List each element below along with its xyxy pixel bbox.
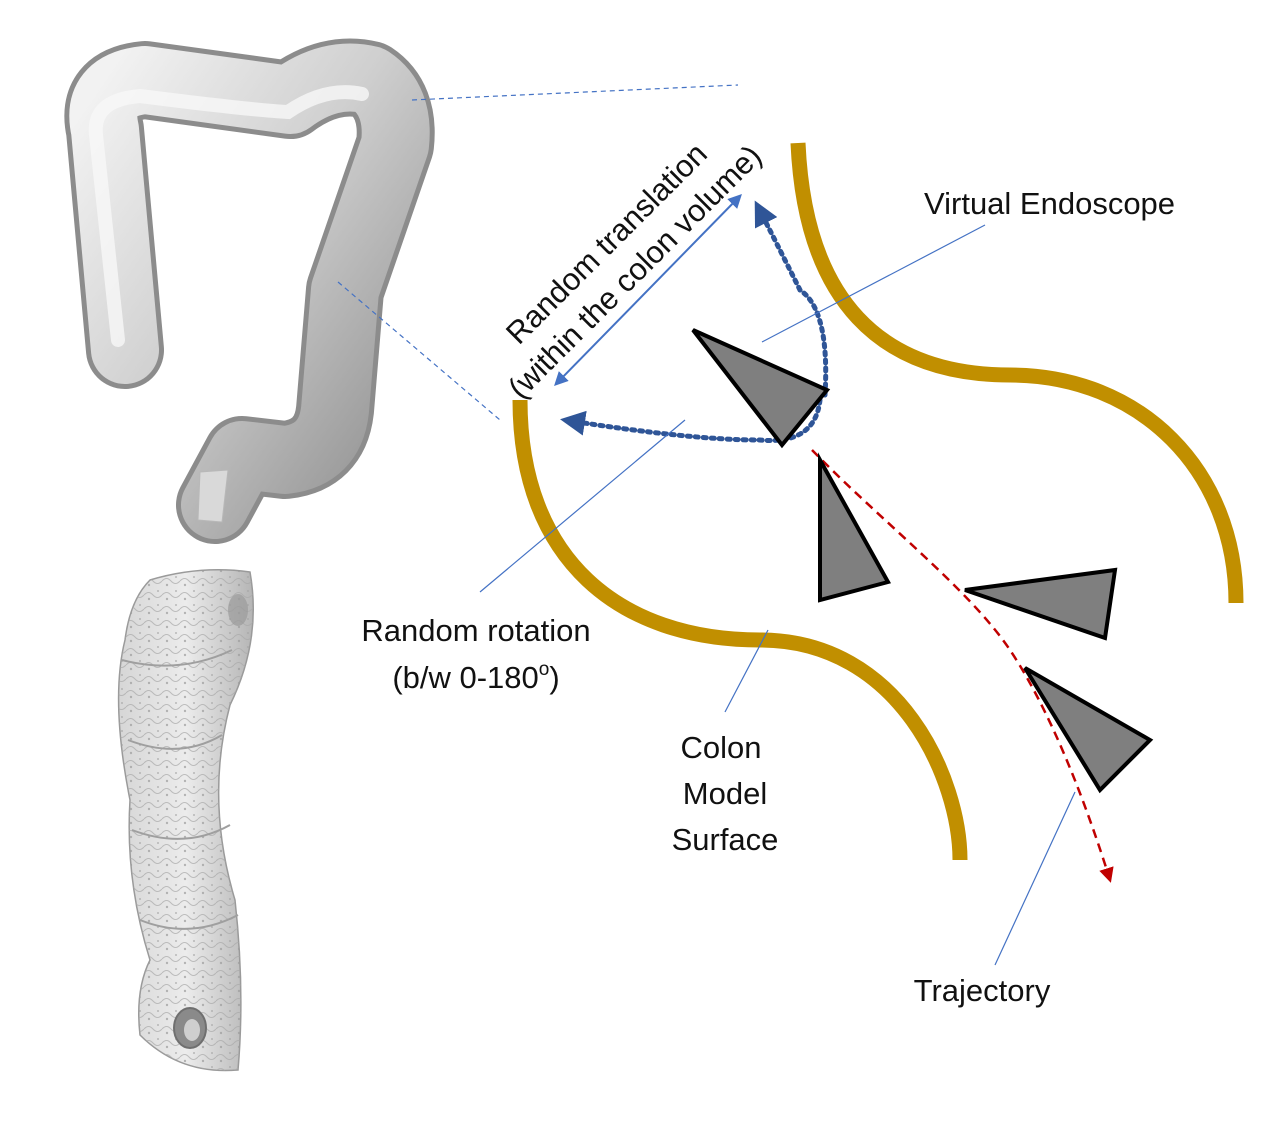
zoom-line-top [411, 84, 739, 101]
colon-surface-line1: Colon [681, 730, 762, 765]
endoscope-triangle-2 [818, 452, 892, 603]
dotted-path-translation [754, 200, 829, 398]
endoscope-triangle-4 [1023, 666, 1154, 794]
leader-virtual-endoscope [761, 224, 986, 343]
colon-surface-line3: Surface [672, 822, 779, 857]
rotation-range-prefix: (b/w 0-180 [392, 660, 538, 695]
leader-trajectory [994, 791, 1076, 966]
degree-superscript: o [539, 659, 550, 680]
random-rotation-line1: Random rotation [361, 613, 590, 648]
endoscope-triangle-1 [691, 328, 831, 449]
endoscope-triangle-3 [964, 567, 1118, 641]
colon-surface-right-wall [790, 142, 1244, 604]
translation-arrow [554, 193, 742, 387]
colon-model-smooth [64, 38, 435, 544]
trajectory-label: Trajectory [914, 973, 1051, 1008]
leader-colon-surface [724, 629, 769, 713]
leader-random-rotation [479, 419, 686, 593]
colon-model-mesh [117, 569, 254, 1072]
random-rotation-line2: (b/w 0-180o) [392, 659, 559, 695]
dotted-path-rotation [560, 397, 823, 443]
trajectory-path [811, 449, 1114, 883]
colon-surface-left-wall [512, 399, 968, 861]
virtual-endoscope-label: Virtual Endoscope [924, 186, 1175, 221]
colon-surface-line2: Model [683, 776, 767, 811]
rotation-range-suffix: ) [549, 660, 559, 695]
